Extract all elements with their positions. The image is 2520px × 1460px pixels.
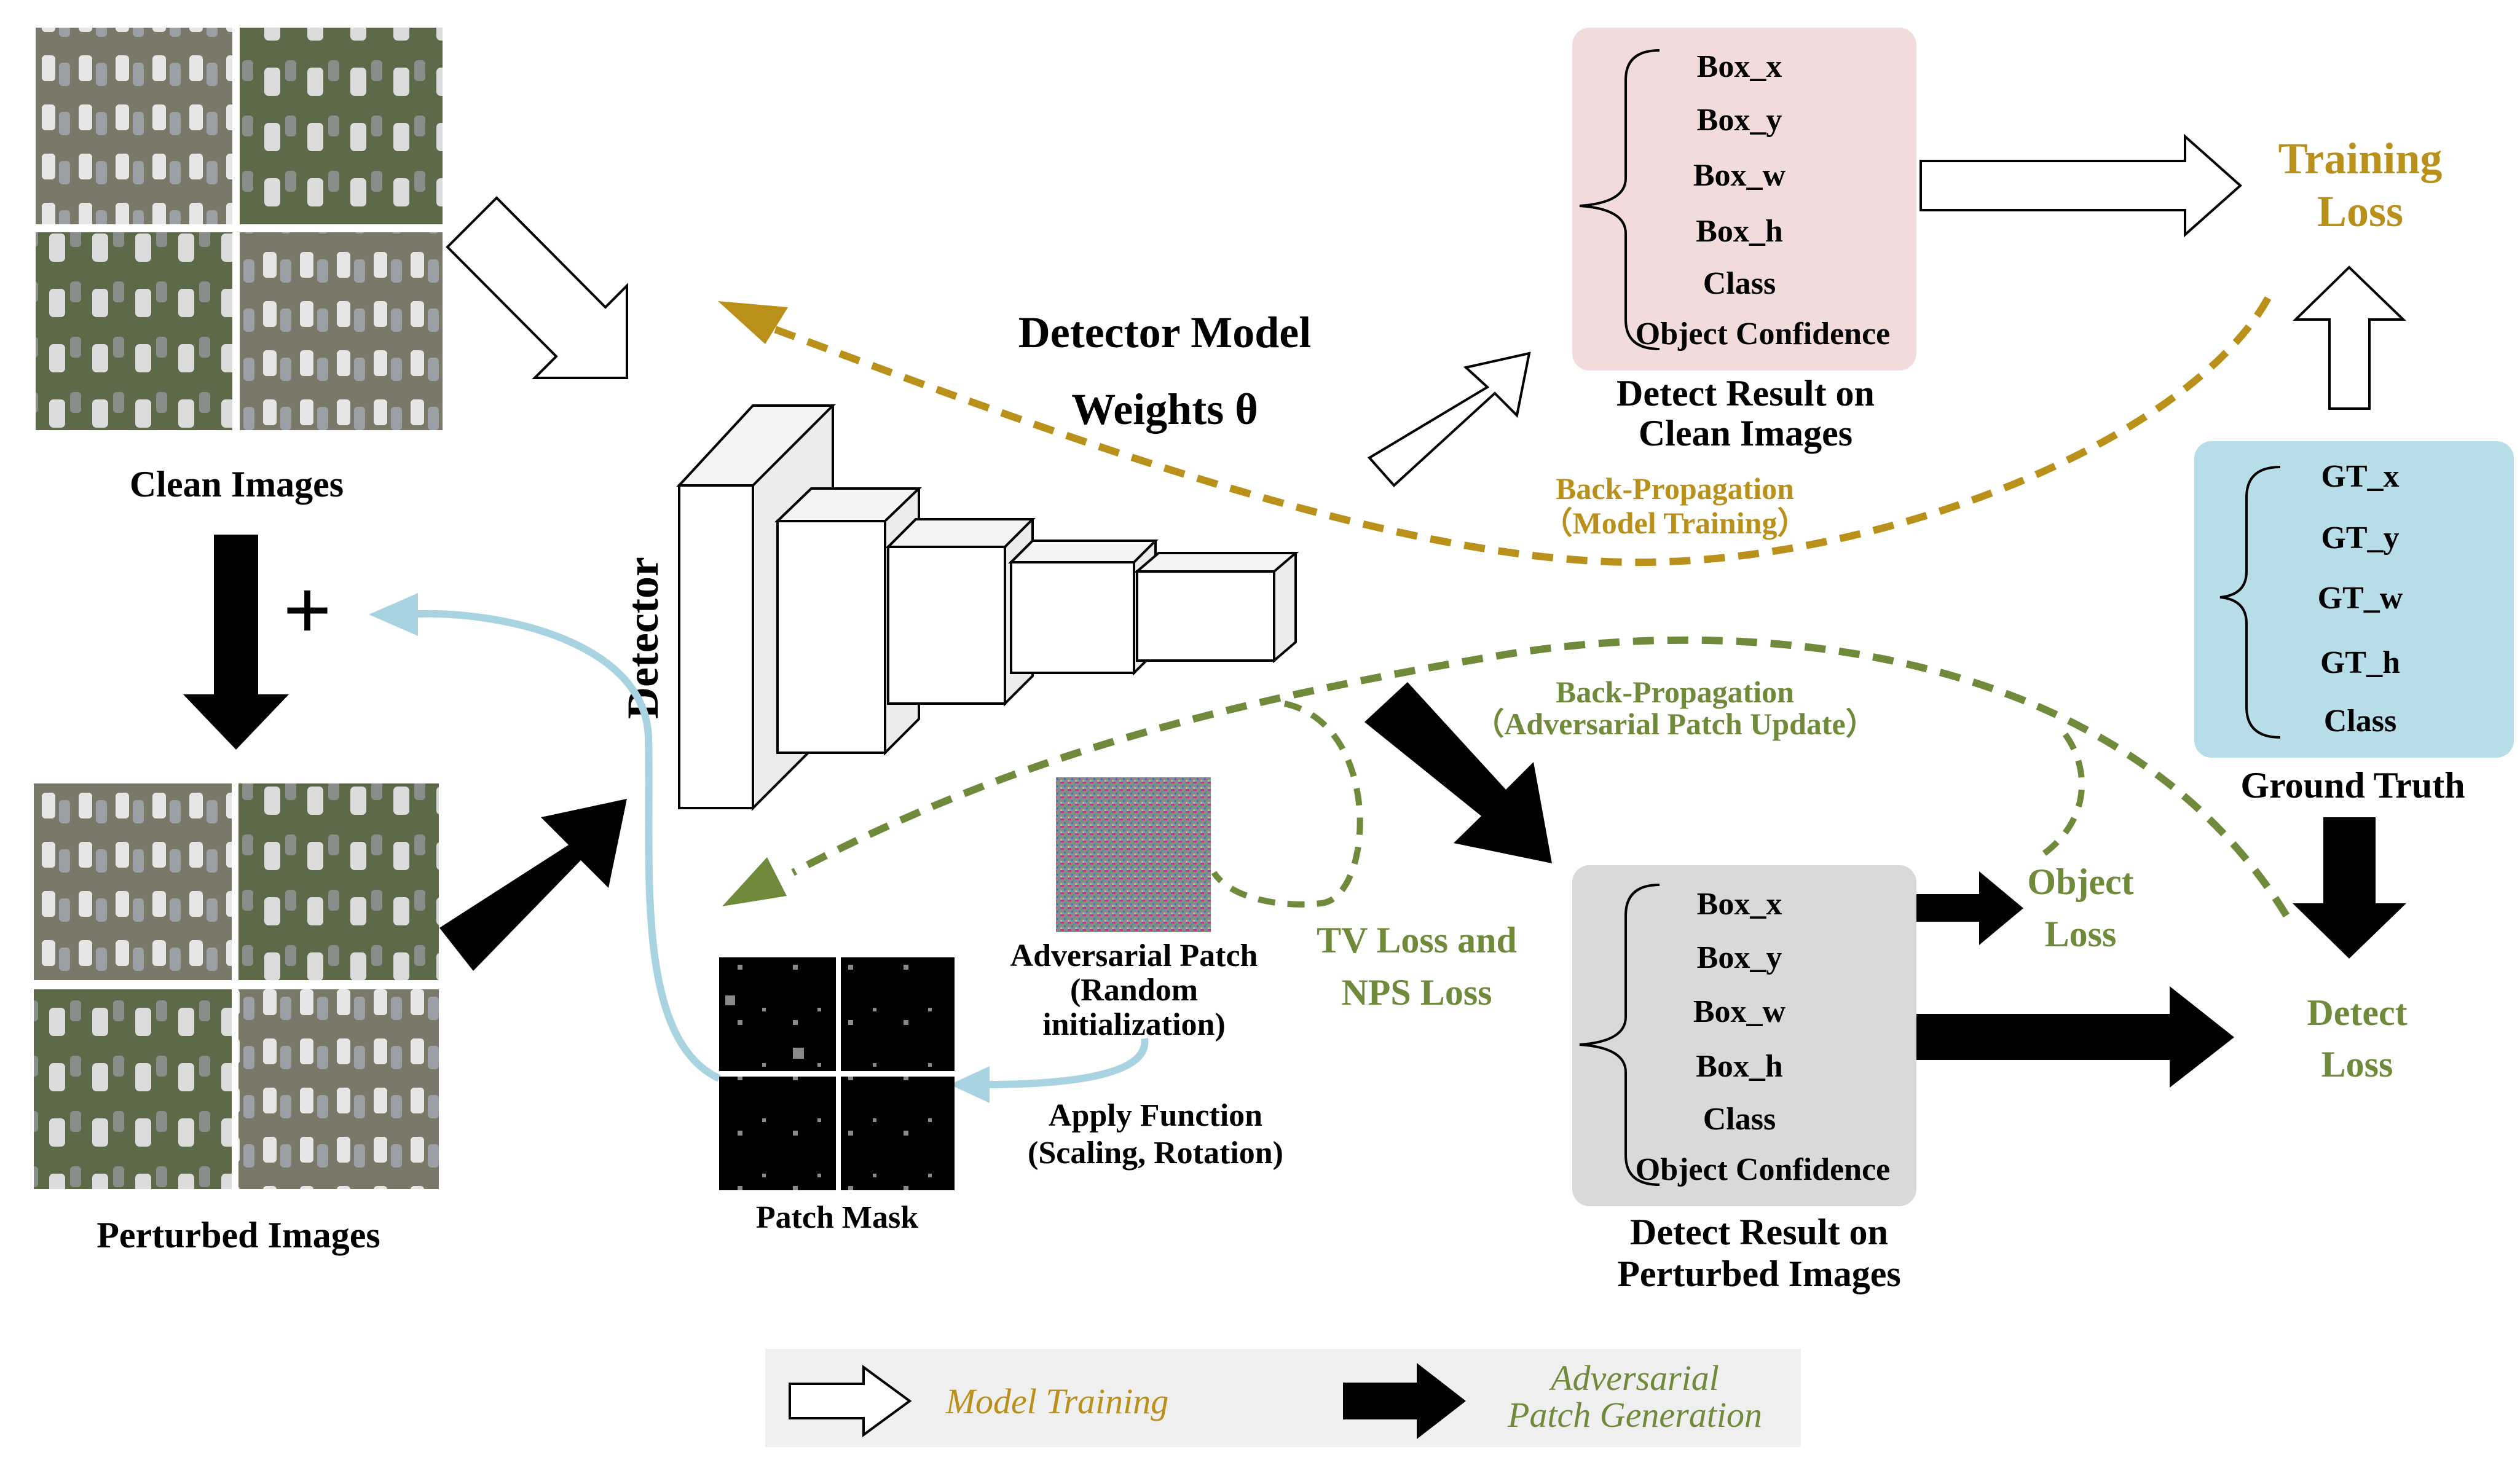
- apply-function-line2: (Scaling, Rotation): [1028, 1136, 1283, 1171]
- object-loss-label-line2: Loss: [2045, 914, 2117, 954]
- apply-patch-curve: [405, 610, 721, 1082]
- perturbed-images-grid: [34, 783, 439, 1189]
- perturbed-result-box: [1572, 865, 1916, 1206]
- backprop-model-training-curve: [763, 296, 2272, 567]
- clean-field-box-h: Box_h: [1696, 214, 1783, 249]
- black-arrow-perturbed-to-detector: [439, 799, 627, 971]
- legend-black-arrow-icon: [1343, 1363, 1466, 1439]
- white-arrow-detector-to-clean-result: [1367, 351, 1531, 487]
- perturbed-field-box-x: Box_x: [1697, 887, 1782, 922]
- white-arrow-clean-to-detector: [446, 196, 628, 379]
- ground-truth-box: [2194, 441, 2514, 758]
- perturbed-field-box-w: Box_w: [1693, 994, 1786, 1029]
- detect-loss-label-line1: Detect: [2307, 992, 2407, 1033]
- detector-model-title: Detector Model: [1018, 308, 1311, 357]
- perturbed-image-3: [34, 989, 232, 1189]
- white-arrow-gt-to-training-loss: [2293, 265, 2406, 410]
- gt-field-w: GT_w: [2318, 581, 2403, 616]
- clean-field-object-confidence: Object Confidence: [1636, 316, 1890, 351]
- patch-to-mask-arrowhead: [950, 1066, 990, 1103]
- clean-result-caption-line1: Detect Result on: [1616, 373, 1875, 414]
- perturbed-result-brace: [1579, 884, 1660, 1186]
- perturbed-image-4: [238, 989, 439, 1189]
- backprop-patch-update-curve: [791, 636, 2290, 918]
- clean-image-2: [240, 28, 443, 224]
- clean-image-4: [240, 232, 443, 430]
- training-loss-label-line1: Training: [2278, 134, 2443, 183]
- legend-adversarial-line1: Adversarial: [1548, 1358, 1719, 1398]
- detector-weights-label: Weights θ: [1071, 385, 1258, 434]
- clean-field-class: Class: [1703, 266, 1776, 301]
- black-arrow-to-object-loss: [1916, 871, 2023, 945]
- black-arrow-detector-to-perturbed-result: [1364, 682, 1552, 863]
- detect-loss-label-line2: Loss: [2321, 1044, 2393, 1085]
- clean-result-caption-line2: Clean Images: [1639, 413, 1853, 453]
- perturbed-result-caption-line2: Perturbed Images: [1617, 1254, 1901, 1294]
- backprop-patch-update-arrowhead: [722, 857, 787, 906]
- clean-result-box: [1572, 28, 1916, 371]
- black-arrow-gt-to-detect-loss: [2293, 817, 2406, 959]
- backprop-model-line1: Back-Propagation: [1556, 471, 1794, 506]
- perturbed-field-object-confidence: Object Confidence: [1636, 1152, 1890, 1187]
- legend-model-training-label: Model Training: [945, 1381, 1169, 1421]
- patch-mask-label: Patch Mask: [756, 1200, 918, 1235]
- detector-vertical-label: Detector: [618, 557, 667, 719]
- detector-network-blocks: [676, 404, 1299, 811]
- perturbed-field-box-y: Box_y: [1697, 940, 1782, 975]
- clean-field-box-x: Box_x: [1697, 49, 1782, 84]
- gt-field-x: GT_x: [2321, 459, 2399, 494]
- perturbed-result-caption-line1: Detect Result on: [1630, 1212, 1888, 1252]
- adversarial-patch-title-line2: (Random: [1070, 973, 1198, 1008]
- clean-images-grid: [36, 28, 443, 430]
- perturbed-field-box-h: Box_h: [1696, 1049, 1783, 1084]
- legend-adversarial-line2: Patch Generation: [1507, 1395, 1762, 1435]
- backprop-patch-line1: Back-Propagation: [1556, 675, 1794, 709]
- legend-white-arrow-icon: [789, 1365, 912, 1437]
- perturbed-image-2: [238, 783, 439, 980]
- black-down-arrow: [183, 535, 289, 750]
- ground-truth-brace: [2219, 466, 2281, 739]
- clean-images-label: Clean Images: [130, 464, 344, 504]
- clean-result-brace: [1579, 49, 1660, 350]
- plus-sign: +: [283, 563, 332, 658]
- backprop-model-line2: （Model Training）: [1542, 506, 1808, 540]
- gt-field-h: GT_h: [2320, 645, 2400, 680]
- backprop-patch-line2: （Adversarial Patch Update）: [1473, 707, 1876, 741]
- tv-nps-loss-line1: TV Loss and: [1317, 920, 1517, 960]
- legend-box: [765, 1349, 1801, 1447]
- gt-field-class: Class: [2324, 704, 2396, 739]
- adversarial-patch-title-line3: initialization): [1042, 1007, 1226, 1042]
- clean-image-1: [36, 28, 232, 224]
- clean-field-box-y: Box_y: [1697, 103, 1782, 138]
- tv-nps-loss-line2: NPS Loss: [1341, 972, 1492, 1013]
- apply-patch-arrowhead: [369, 593, 418, 636]
- perturbed-images-label: Perturbed Images: [96, 1215, 380, 1255]
- ground-truth-caption: Ground Truth: [2240, 765, 2465, 806]
- training-loss-label-line2: Loss: [2317, 187, 2403, 236]
- backprop-model-training-arrowhead: [718, 301, 788, 344]
- adversarial-patch-image: [1056, 777, 1211, 932]
- perturbed-image-1: [34, 783, 232, 980]
- tv-loss-loop: [1211, 701, 1363, 908]
- patch-mask-grid: [719, 957, 955, 1190]
- patch-to-mask-curve: [983, 1038, 1149, 1088]
- object-loss-connector: [2033, 732, 2085, 863]
- object-loss-label-line1: Object: [2027, 861, 2133, 902]
- black-arrow-to-detect-loss: [1916, 986, 2234, 1088]
- apply-function-line1: Apply Function: [1049, 1098, 1262, 1133]
- clean-field-box-w: Box_w: [1693, 158, 1786, 193]
- adversarial-patch-title-line1: Adversarial Patch: [1010, 938, 1258, 973]
- gt-field-y: GT_y: [2321, 520, 2399, 555]
- perturbed-field-class: Class: [1703, 1102, 1776, 1137]
- white-arrow-clean-result-to-training-loss: [1920, 133, 2243, 238]
- clean-image-3: [36, 232, 232, 430]
